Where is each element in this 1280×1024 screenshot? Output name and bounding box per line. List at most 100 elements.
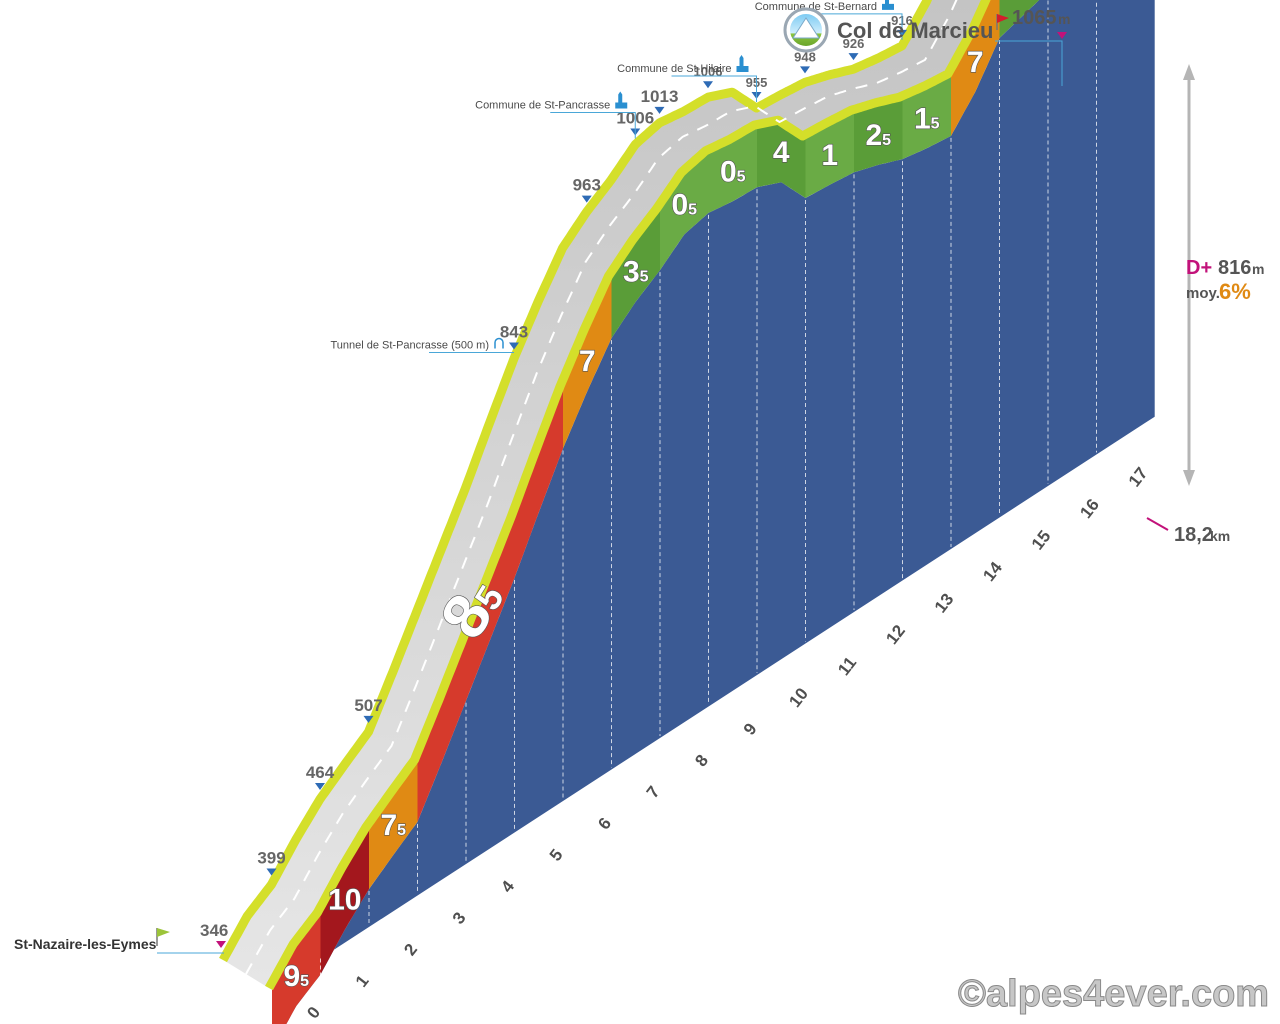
church-icon <box>882 0 894 10</box>
summit-flag-icon <box>996 14 1009 30</box>
km-tick-0: 0 <box>303 1003 324 1022</box>
start-flag-icon <box>156 928 170 946</box>
grade-face-km-12 <box>854 99 903 173</box>
elevation-marker-label: 507 <box>354 696 382 715</box>
elevation-marker-label: 1013 <box>641 87 679 106</box>
km-tick-15: 15 <box>1028 527 1055 554</box>
elevation-marker-label: 464 <box>306 763 335 782</box>
km-tick-6: 6 <box>594 814 615 833</box>
church-icon <box>736 55 749 73</box>
profile-side-face <box>272 0 1155 1024</box>
grade-label-km-0: 95 <box>283 960 309 993</box>
km-tick-5: 5 <box>546 846 567 865</box>
km-tick-2: 2 <box>400 940 421 959</box>
summit-header: Col de Marcieu 1065 m <box>783 7 1070 86</box>
grade-face-km-3 <box>417 640 466 822</box>
start-elevation: 346 <box>200 921 228 940</box>
grade-face-km-8 <box>660 152 709 271</box>
km-tick-17: 17 <box>1125 464 1152 491</box>
grade-face-km-11 <box>805 112 854 198</box>
grade-label-km-6: 7 <box>579 345 596 378</box>
km-tick-12: 12 <box>882 621 909 648</box>
elevation-marker-triangle-icon <box>266 868 277 876</box>
average-grade-label: moy. <box>1186 285 1220 302</box>
elevation-markers: 3994645078439631006101310069559489269169… <box>257 13 913 876</box>
summit-elevation-unit: m <box>1058 11 1070 27</box>
km-tick-16: 16 <box>1076 495 1103 522</box>
start-name: St-Nazaire-les-Eymes <box>14 936 157 952</box>
elevation-marker-triangle-icon <box>800 66 810 74</box>
grade-face-km-2 <box>369 761 418 890</box>
km-tick-8: 8 <box>691 751 712 770</box>
km-tick-4: 4 <box>497 877 518 897</box>
road-fill <box>220 0 990 990</box>
poi-label: Commune de St-Pancrasse <box>475 99 610 111</box>
poi-label: Commune de St-Hilaire <box>617 63 731 75</box>
grade-label-km-15: 25 <box>1011 0 1037 2</box>
km-tick-11: 11 <box>834 653 860 679</box>
summit-leader-line <box>995 40 1063 86</box>
km-tick-14: 14 <box>979 558 1006 585</box>
grade-face-km-9 <box>708 127 757 213</box>
km-tick-7: 7 <box>643 783 664 802</box>
elevation-gain-label: D+ <box>1186 257 1212 279</box>
elevation-marker-label: 963 <box>573 176 601 195</box>
grade-label-km-10: 4 <box>773 136 790 169</box>
elevation-marker-label: 948 <box>794 49 816 64</box>
grade-label-km-1: 10 <box>328 884 361 917</box>
km-tick-3: 3 <box>449 909 470 928</box>
km-tick-10: 10 <box>785 684 812 711</box>
vertical-range-arrow <box>1183 64 1195 486</box>
poi-label: Tunnel de St-Pancrasse (500 m) <box>330 339 489 351</box>
poi-leader-line <box>550 111 636 139</box>
elevation-marker-label: 843 <box>500 322 528 341</box>
elevation-gain-unit: m <box>1252 261 1264 277</box>
km-gridlines <box>320 0 1097 977</box>
grade-face-km-0 <box>272 914 321 1024</box>
summit-marker-triangle-icon <box>1057 32 1067 39</box>
km-tick-9: 9 <box>740 720 761 739</box>
average-grade-value: 6% <box>1219 279 1251 304</box>
grade-label-km-8: 05 <box>671 188 697 221</box>
summit-elevation: 1065 <box>1012 7 1057 29</box>
grade-label-km-2: 75 <box>380 809 406 842</box>
climb-title: Col de Marcieu <box>837 18 993 43</box>
poi-leader-line <box>817 13 903 40</box>
grade-label-km-7: 35 <box>623 256 649 289</box>
grade-face-km-13 <box>902 75 951 160</box>
profile-side-fill <box>272 0 1155 1024</box>
grade-label-km-13: 15 <box>914 102 940 135</box>
tunnel-icon <box>494 337 504 349</box>
km-tick-1: 1 <box>352 972 373 991</box>
grade-face-km-5 <box>514 388 563 578</box>
poi-label: Commune de St-Bernard <box>755 1 877 13</box>
distance-summary: 18,2 km <box>1146 517 1230 546</box>
grade-face-km-6 <box>563 278 612 449</box>
road-far-edge <box>219 0 933 963</box>
elevation-marker-label: 1006 <box>694 64 723 79</box>
grade-face-km-10 <box>757 122 806 198</box>
elevation-marker-triangle-icon <box>509 342 519 350</box>
elevation-marker-triangle-icon <box>654 106 665 114</box>
copyright-watermark: ©alpes4ever.com <box>958 973 1269 1015</box>
total-distance-value: 18,2 <box>1174 524 1213 546</box>
grade-label-km-11: 1 <box>821 139 838 172</box>
elevation-marker-label: 926 <box>843 36 865 51</box>
elevation-marker-label: 399 <box>257 849 285 868</box>
grade-label-km-14: 7 <box>967 46 984 79</box>
grade-label-km-9: 05 <box>720 155 746 188</box>
mountain-logo-icon <box>783 7 829 53</box>
climb-stats: D+ 816 m moy. 6% <box>1186 257 1264 304</box>
km-tick-13: 13 <box>931 590 958 617</box>
grade-face-km-7 <box>611 210 660 339</box>
start-marker-triangle-icon <box>216 941 226 948</box>
grade-label-km-12: 25 <box>865 119 891 152</box>
start-header: St-Nazaire-les-Eymes 346 <box>14 921 228 954</box>
road-surface <box>219 0 991 991</box>
poi-leader-line <box>671 75 757 103</box>
total-distance-unit: km <box>1210 528 1230 544</box>
grade-face-km-14 <box>951 0 1000 136</box>
elevation-marker-triangle-icon <box>363 715 374 723</box>
road-near-edge <box>265 0 991 991</box>
